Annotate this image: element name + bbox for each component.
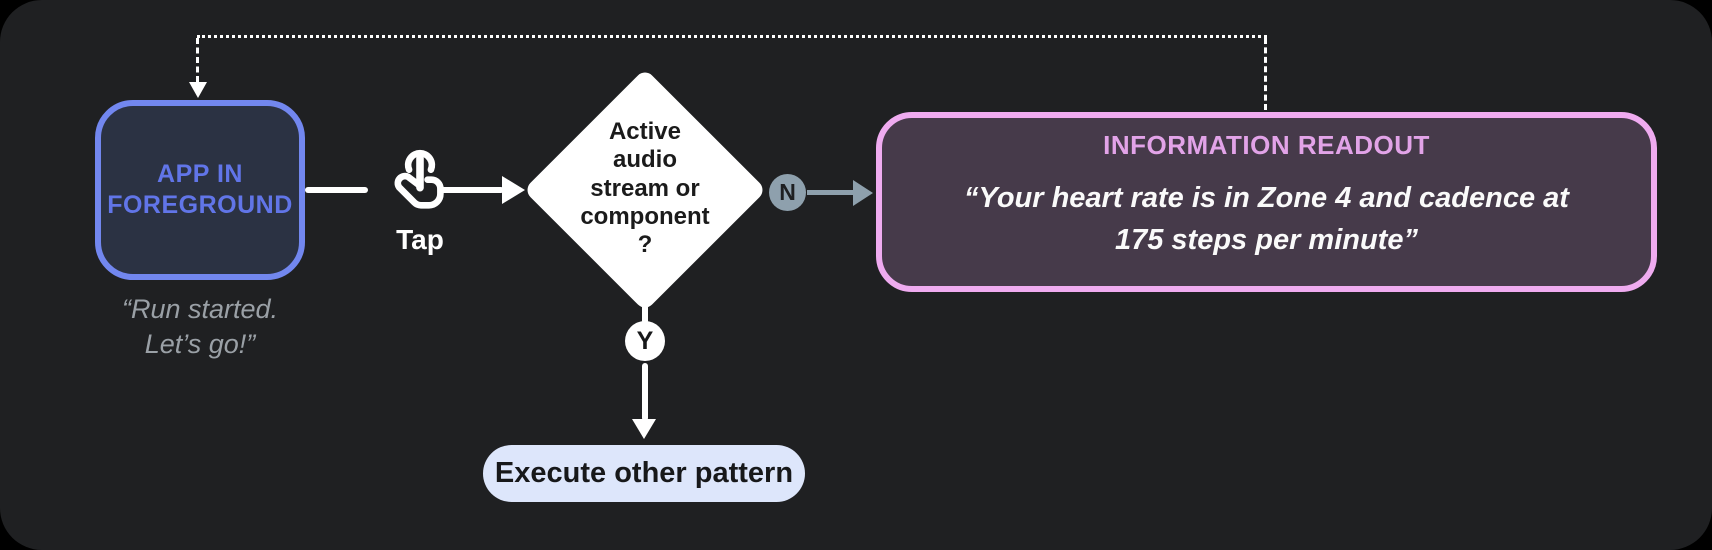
connector-app-to-tap: [305, 187, 368, 193]
tap-gesture-icon: [394, 149, 444, 209]
connector-yes-to-execute: [642, 363, 648, 421]
feedback-loop-left-dashed-line: [196, 38, 199, 82]
connector-tap-to-decision: [440, 187, 504, 193]
app-in-foreground-label: APP IN FOREGROUND: [107, 159, 293, 219]
information-readout-node: INFORMATION READOUT “Your heart rate is …: [876, 112, 1657, 292]
decision-arrowhead-icon: [502, 176, 525, 204]
yes-badge: Y: [625, 321, 665, 361]
execute-other-pattern-node: Execute other pattern: [483, 445, 805, 502]
app-speech-quote: “Run started. Let’s go!”: [121, 294, 279, 360]
connector-no-to-readout: [807, 190, 855, 195]
tap-gesture-group: Tap: [381, 146, 459, 256]
no-badge: N: [769, 174, 806, 211]
feedback-loop-right-dashed-line: [1264, 38, 1267, 110]
app-in-foreground-node: APP IN FOREGROUND: [95, 100, 305, 280]
feedback-loop-horizontal-dotted-line: [197, 35, 1267, 38]
tap-label: Tap: [396, 224, 444, 255]
feedback-loop-arrowhead-icon: [189, 82, 207, 98]
execute-arrowhead-icon: [632, 419, 656, 439]
information-readout-speech: “Your heart rate is in Zone 4 and cadenc…: [964, 182, 1569, 257]
connector-decision-to-yes-badge: [642, 302, 648, 324]
readout-arrowhead-icon: [853, 180, 873, 206]
information-readout-title: INFORMATION READOUT: [1103, 130, 1430, 160]
decision-label: Active audio stream or component ?: [580, 118, 710, 259]
